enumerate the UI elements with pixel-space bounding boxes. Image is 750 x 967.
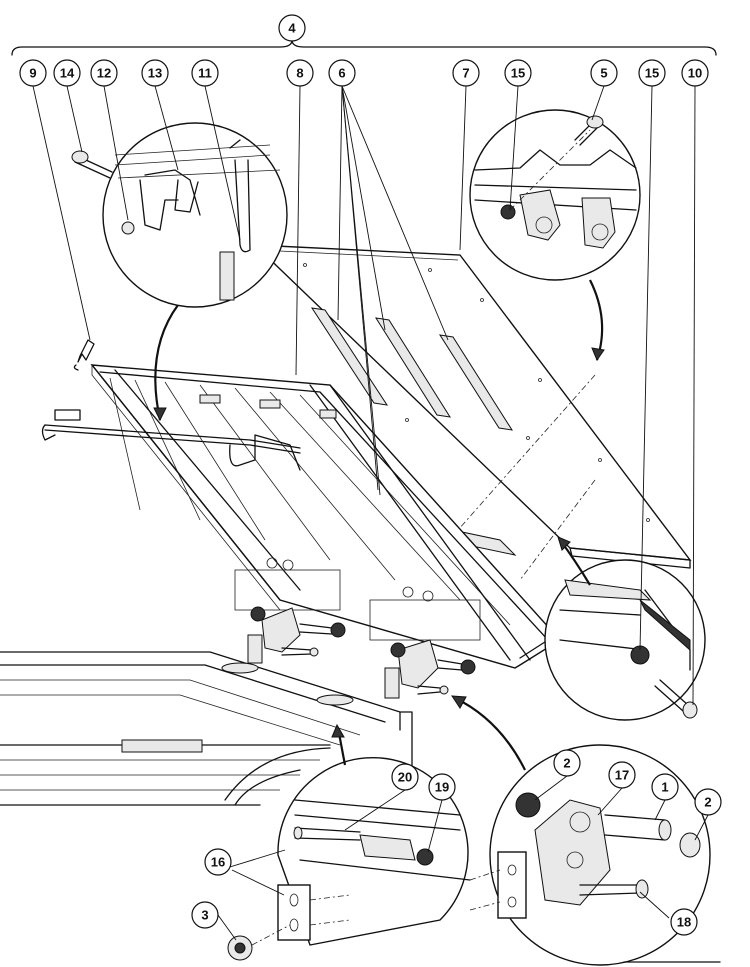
callout-8: 8 xyxy=(286,59,314,87)
callout-20: 20 xyxy=(391,763,419,791)
callout-4-label: 4 xyxy=(288,21,296,36)
callout-5: 5 xyxy=(590,59,618,87)
callout-2-right-label: 2 xyxy=(704,795,711,810)
callout-13: 13 xyxy=(141,59,169,87)
callout-18-label: 18 xyxy=(677,915,691,930)
callout-7-label: 7 xyxy=(462,66,469,81)
callout-9-label: 9 xyxy=(29,66,36,81)
callout-4: 4 xyxy=(278,14,306,42)
truck-bed xyxy=(0,651,413,806)
callout-14-label: 14 xyxy=(60,66,75,81)
detail-hinge-exploded xyxy=(469,744,711,966)
callout-11: 11 xyxy=(191,59,219,87)
callout-17: 17 xyxy=(608,761,636,789)
callout-15-top-label: 15 xyxy=(511,66,525,81)
callout-19-label: 19 xyxy=(435,780,449,795)
callout-16: 16 xyxy=(204,848,232,876)
callout-20-label: 20 xyxy=(398,770,412,785)
callout-11-label: 11 xyxy=(198,66,212,81)
callout-10-label: 10 xyxy=(688,66,702,81)
callout-1: 1 xyxy=(651,773,679,801)
callout-18: 18 xyxy=(670,908,698,936)
callout-3: 3 xyxy=(191,901,219,929)
detail-latch xyxy=(71,122,288,308)
callout-13-label: 13 xyxy=(148,66,162,81)
callout-2-left: 2 xyxy=(553,749,581,777)
detail-corner xyxy=(544,559,706,721)
callout-2-right: 2 xyxy=(694,788,722,816)
callout-3-label: 3 xyxy=(201,908,208,923)
callout-16-label: 16 xyxy=(211,855,225,870)
callout-15-right: 15 xyxy=(638,59,666,87)
leader-lines xyxy=(32,85,709,941)
transfer-arrows xyxy=(153,279,605,771)
callout-12-label: 12 xyxy=(97,66,111,81)
frame-assembly xyxy=(41,364,562,669)
callout-6-label: 6 xyxy=(338,66,345,81)
callout-19: 19 xyxy=(428,773,456,801)
detail-hinge-bolt xyxy=(469,109,641,281)
spring-part xyxy=(73,339,95,371)
callout-5-label: 5 xyxy=(600,66,607,81)
callout-7: 7 xyxy=(452,59,480,87)
callout-15-right-label: 15 xyxy=(645,66,659,81)
callout-15-top: 15 xyxy=(504,59,532,87)
callout-14: 14 xyxy=(53,59,81,87)
callout-2-left-label: 2 xyxy=(563,756,570,771)
callout-8-label: 8 xyxy=(296,66,303,81)
callout-9: 9 xyxy=(19,59,47,87)
callout-10: 10 xyxy=(681,59,709,87)
callout-6: 6 xyxy=(328,59,356,87)
callout-17-label: 17 xyxy=(615,768,629,783)
callout-1-label: 1 xyxy=(661,780,668,795)
callout-12: 12 xyxy=(90,59,118,87)
left-hinge-cluster xyxy=(247,606,346,664)
detail-striker xyxy=(227,756,471,961)
right-hinge-cluster xyxy=(384,639,476,699)
group-bracket xyxy=(11,39,717,56)
